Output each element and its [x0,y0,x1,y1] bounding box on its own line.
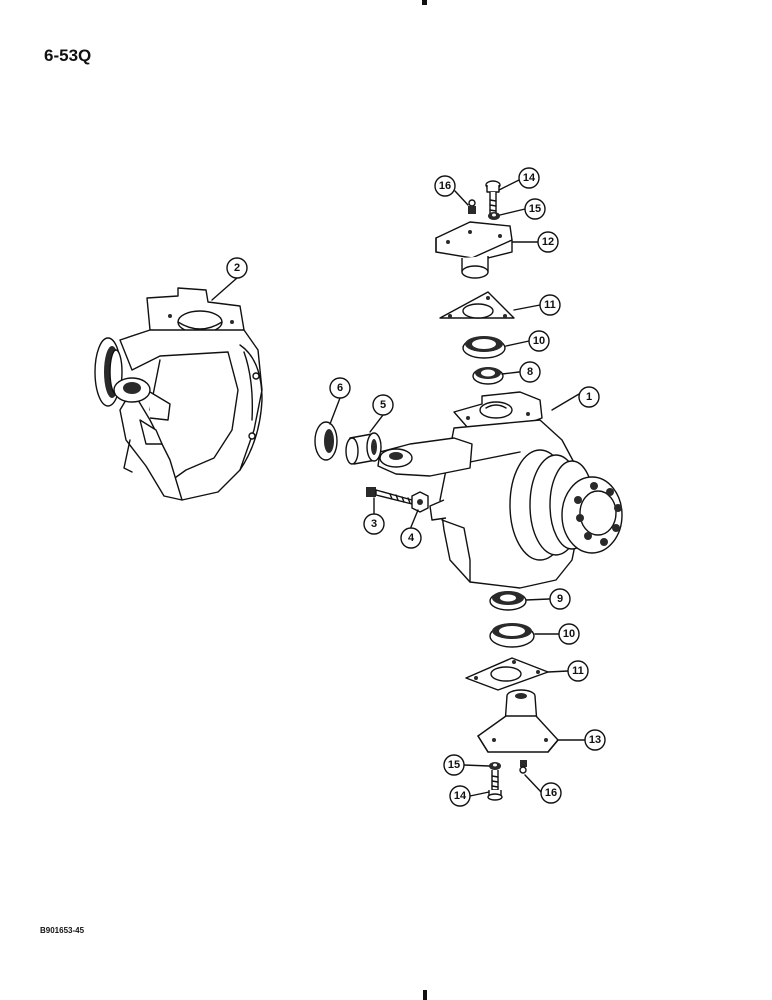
part-washer-top [488,212,500,220]
part-cap-bolt-bottom [487,770,503,801]
part-lower-cap [477,689,559,753]
part-steering-knuckle [377,391,623,589]
svg-text:13: 13 [589,734,601,746]
part-nut [411,491,429,513]
part-grease-fitting-top [468,199,476,214]
svg-text:12: 12 [542,236,554,248]
callout-14-bottom: 14 [449,785,471,807]
callout-leaders [211,179,586,797]
part-seal [314,421,338,461]
figure-code: B901653-45 [40,926,85,935]
callout-4: 4 [400,527,422,549]
callout-5: 5 [372,394,394,416]
callout-8: 8 [519,361,541,383]
part-lower-bearing-cup [489,623,535,648]
callout-9: 9 [549,588,571,610]
callout-14-top: 14 [518,167,540,189]
svg-text:9: 9 [557,593,563,605]
callout-2: 2 [226,257,248,279]
part-upper-bearing-cup [462,336,506,359]
page-number: 6-53Q [44,46,92,65]
svg-text:1: 1 [586,391,592,403]
part-upper-cap [435,221,513,279]
callout-11-lower: 11 [567,660,589,682]
callout-15-top: 15 [524,198,546,220]
svg-text:2: 2 [234,262,240,274]
callout-1: 1 [578,386,600,408]
svg-text:6: 6 [337,382,343,394]
svg-text:11: 11 [544,299,556,311]
svg-text:16: 16 [439,180,451,192]
part-bolt [366,487,413,505]
svg-text:10: 10 [533,335,545,347]
svg-text:11: 11 [572,665,584,677]
svg-text:3: 3 [371,518,377,530]
part-bushing [345,432,382,465]
page-mark-bottom [423,990,427,1000]
svg-text:15: 15 [529,203,541,215]
part-upper-shim [439,291,515,319]
callout-16-bottom: 16 [540,782,562,804]
svg-text:10: 10 [563,628,575,640]
callout-11-upper: 11 [539,294,561,316]
svg-text:14: 14 [523,172,536,184]
part-washer-bottom [489,762,501,770]
part-axle-housing [94,287,263,501]
callout-6: 6 [329,377,351,399]
part-grease-fitting-bottom [519,760,527,774]
callout-16-top: 16 [434,175,456,197]
callout-12: 12 [537,231,559,253]
svg-text:8: 8 [527,366,533,378]
svg-text:14: 14 [454,790,467,802]
callout-15-bottom: 15 [443,754,465,776]
callout-13: 13 [584,729,606,751]
svg-text:5: 5 [380,399,386,411]
part-lower-shim [465,657,549,691]
callout-10-upper: 10 [528,330,550,352]
part-upper-bearing-cone [472,367,504,385]
svg-text:15: 15 [448,759,460,771]
page-mark-top [422,0,427,5]
part-lower-bearing-cone [489,591,527,611]
callout-10-lower: 10 [558,623,580,645]
svg-text:16: 16 [545,787,557,799]
callout-3: 3 [363,513,385,535]
svg-text:4: 4 [408,532,415,544]
part-cap-bolt-top [485,180,501,215]
